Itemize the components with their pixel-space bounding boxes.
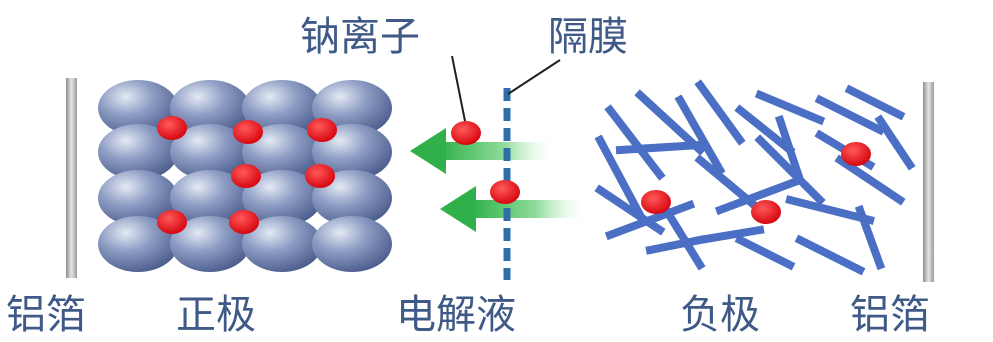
cathode-sphere [242,80,322,136]
anode-rod [674,94,726,176]
anode-label: 负极 [680,292,760,338]
sodium-ion [229,210,259,234]
anode-rod [594,134,646,221]
anode-rod [854,204,886,271]
sodium-ion [641,190,671,214]
anode-rod [604,104,666,181]
anode-rod [645,235,705,255]
anode-rod [874,114,916,171]
cathode-sphere [242,124,322,180]
anode-rod [615,140,705,155]
anode-rod [695,225,765,245]
anode-rod [834,154,906,206]
sodium-ion [305,164,335,188]
arrow-left-icon [440,186,590,232]
cathode-sphere [98,170,178,226]
sodium-ion [490,180,520,204]
cathode-sphere [98,216,178,272]
cathode-particles [98,80,392,272]
anode-rod [654,194,706,271]
cathode-sphere [170,80,250,136]
sodium-ions [157,116,871,234]
cathode-sphere [170,170,250,226]
cathode-sphere [98,124,178,180]
anode-rod [814,94,886,136]
electrolyte-label: 电解液 [396,292,516,338]
arrow-left-icon [410,128,558,174]
sodium-ion [157,210,187,234]
anode-rod [634,89,706,156]
aluminum-foil-right-label: 铝箔 [850,292,930,338]
cathode-sphere [170,216,250,272]
cathode-label: 正极 [176,292,256,338]
separator-label: 隔膜 [548,14,628,60]
sodium-ion [307,118,337,142]
aluminum-foil-left-plate [66,78,77,278]
sodium-ion [451,121,481,145]
anode-rod [694,79,746,146]
anode-rod [604,199,696,241]
cathode-sphere [312,216,392,272]
anode-rod [734,104,796,156]
cathode-sphere [312,170,392,226]
anode-rod [794,234,866,276]
anode-particles [594,79,916,276]
sodium-ion [233,120,263,144]
sodium-ion [231,164,261,188]
sodium-ion [751,200,781,224]
sodium-ion [157,116,187,140]
sodium-ion [841,142,871,166]
aluminum-foil-right-plate [923,82,934,282]
anode-rod [785,195,875,225]
anode-rod [734,234,796,271]
anode-rod [774,114,806,186]
aluminum-foil-left-label: 铝箔 [6,292,86,338]
anode-rod [754,134,826,206]
anode-rod [844,84,906,121]
cathode-sphere [170,124,250,180]
cathode-sphere [242,170,322,226]
anode-rod [714,174,806,216]
separator-leader-line [507,59,561,95]
sodium-ion-leader-line [451,55,467,127]
anode-rod [754,89,826,126]
ion-flow-arrows [410,128,590,232]
sodium-ion-label: 钠离子 [300,14,420,60]
cathode-sphere [242,216,322,272]
cathode-sphere [98,80,178,136]
